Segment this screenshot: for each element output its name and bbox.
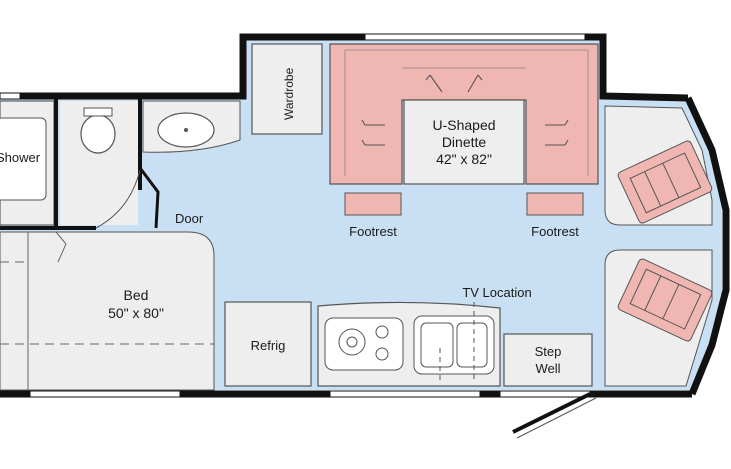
dinette-label-line1: U-Shaped xyxy=(432,117,495,133)
captain-chair-bottom xyxy=(617,258,713,342)
bath-door: Door xyxy=(95,167,204,229)
captain-chair-top xyxy=(617,140,713,224)
entry-door xyxy=(512,392,597,439)
galley-sink xyxy=(413,315,495,375)
step-well-label-line2: Well xyxy=(535,361,560,376)
door-label: Door xyxy=(175,211,204,226)
bed-size: 50" x 80" xyxy=(108,305,164,321)
bed: Bed 50" x 80" xyxy=(0,231,215,391)
stove xyxy=(324,317,404,371)
windows xyxy=(0,33,591,398)
wardrobe: Wardrobe xyxy=(251,43,323,135)
shower-label: Shower xyxy=(0,150,41,165)
bath-sink xyxy=(142,100,241,153)
footrest-left-label: Footrest xyxy=(349,224,397,239)
footrest-right: Footrest xyxy=(526,192,584,239)
shower: Shower xyxy=(0,100,55,226)
step-well-label-line1: Step xyxy=(535,344,562,359)
dinette-size: 42" x 82" xyxy=(436,151,492,167)
tv-location-label: TV Location xyxy=(462,285,531,300)
bed-label: Bed xyxy=(124,287,149,303)
bath-partitions xyxy=(0,98,142,230)
wardrobe-label: Wardrobe xyxy=(282,67,296,120)
footrest-left: Footrest xyxy=(344,192,402,239)
footrest-right-label: Footrest xyxy=(531,224,579,239)
step-well: Step Well xyxy=(503,333,593,387)
galley-counter: TV Location xyxy=(317,285,532,387)
toilet xyxy=(60,101,138,225)
dinette-table xyxy=(403,99,525,185)
u-shaped-dinette: U-Shaped Dinette 42" x 82" xyxy=(329,43,599,185)
refrig-label: Refrig xyxy=(251,338,286,353)
dinette-label-line2: Dinette xyxy=(442,134,487,150)
refrigerator: Refrig xyxy=(224,301,312,387)
